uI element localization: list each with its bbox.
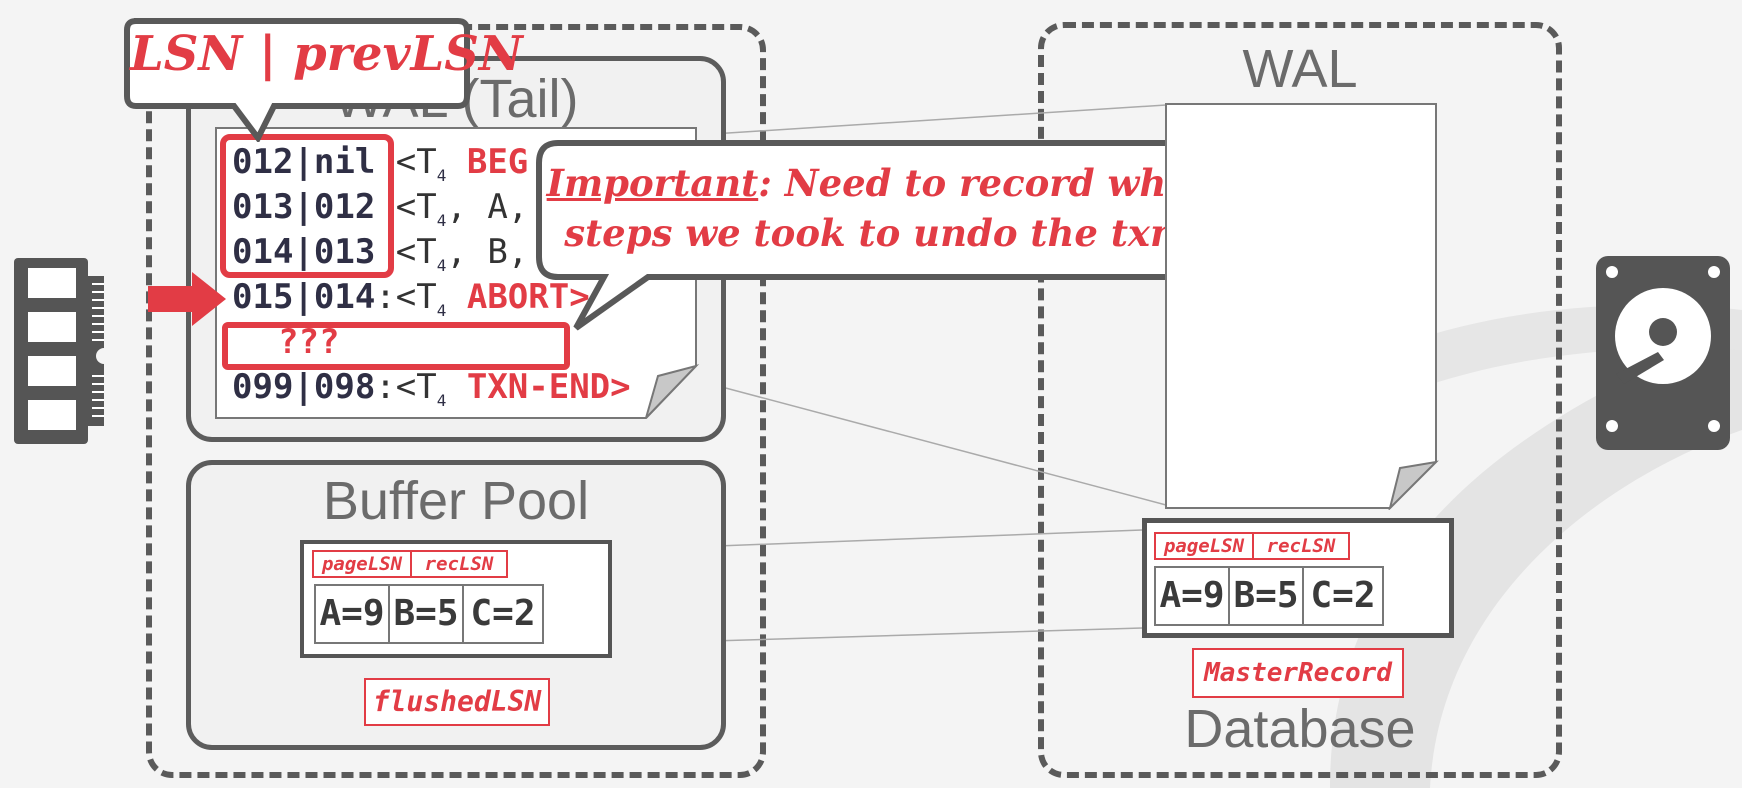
disk-cell-b: B=5 (1228, 566, 1304, 626)
current-record-arrow-icon (148, 272, 226, 326)
log-record-099: 099|098:<T4 TXN-END> (232, 367, 631, 410)
buffer-cell-b: B=5 (388, 584, 464, 644)
master-record-tag: MasterRecord (1192, 648, 1404, 698)
database-title: Database (1184, 699, 1416, 759)
disk-page-lsn-tag: pageLSN (1154, 532, 1254, 560)
buffer-pool-title: Buffer Pool (322, 471, 590, 531)
hard-disk-icon (1596, 256, 1730, 450)
disk-cell-c: C=2 (1302, 566, 1384, 626)
buffer-cell-a: A=9 (314, 584, 390, 644)
log-record-013: 013|012 <T4, A, (232, 187, 529, 230)
memory-icon (14, 258, 112, 444)
log-record-015: 015|014:<T4 ABORT> (232, 277, 590, 320)
disk-wal-page (1165, 103, 1439, 510)
disk-cell-a: A=9 (1154, 566, 1230, 626)
buffer-rec-lsn-tag: recLSN (410, 550, 508, 578)
lsn-highlight-box (220, 134, 394, 278)
lsn-callout-bubble (124, 18, 470, 142)
buffer-page-lsn-tag: pageLSN (312, 550, 412, 578)
important-callout-text: Important: Need to record what steps we … (546, 161, 1208, 255)
log-records: 012|nil <T4 BEG 013|012 <T4, A, 014|013 … (232, 140, 631, 410)
flushed-lsn-tag: flushedLSN (364, 678, 550, 726)
log-record-014: 014|013 <T4, B, (232, 232, 529, 275)
missing-record-box (222, 322, 570, 370)
disk-frame (1038, 22, 1562, 778)
disk-rec-lsn-tag: recLSN (1252, 532, 1350, 560)
log-record-unknown: ??? (278, 322, 340, 362)
buffer-cell-c: C=2 (462, 584, 544, 644)
log-record-012: 012|nil <T4 BEG (232, 142, 529, 185)
disk-wal-title: WAL (1242, 39, 1358, 99)
important-word: Important (546, 161, 759, 205)
lsn-callout-text: LSN | prevLSN (130, 26, 523, 82)
